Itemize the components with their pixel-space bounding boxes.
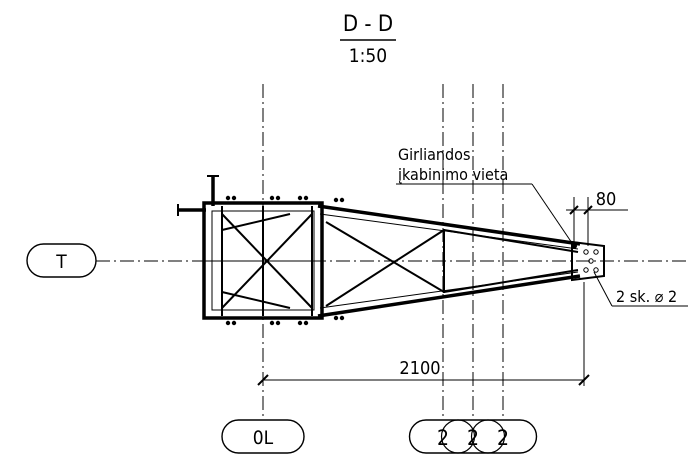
dimension-80: 80: [566, 189, 628, 246]
dimension-80-text: 80: [596, 189, 617, 210]
axis-label-2b: 2: [467, 426, 479, 450]
bottom-chord: [317, 274, 581, 318]
box-brace-3: [221, 213, 291, 231]
section-title-block: D - D 1:50: [340, 12, 396, 67]
end-plate-bolts: [583, 249, 599, 273]
end-plate: [571, 240, 605, 282]
note-line-2: įkabinimo vieta: [398, 165, 508, 184]
bolt-note: 2 sk. ⌀ 2: [593, 271, 688, 307]
bolt-group-bottom: [225, 315, 345, 326]
truss-structure: [177, 175, 605, 326]
truss-diagonal-3: [443, 229, 579, 253]
note-leader: [531, 183, 575, 247]
truss-diagonal-1: [325, 221, 445, 293]
section-title: D - D: [343, 12, 393, 37]
note-line-1: Girliandos: [398, 145, 470, 164]
bottom-chord-inner: [319, 271, 579, 309]
dimension-2100: 2100: [257, 282, 590, 386]
axis-bubble-0l: 0L: [221, 419, 305, 454]
axis-bubble-t: T: [26, 243, 97, 278]
top-chord: [317, 204, 581, 246]
bolt-note-leader: [593, 271, 613, 307]
bolt-group-top: [225, 195, 345, 203]
axis-label-2a: 2: [437, 426, 449, 450]
dimension-2100-text: 2100: [399, 358, 440, 379]
truss-diagonal-2: [325, 229, 445, 307]
box-brace-4: [221, 291, 291, 309]
axis-label-0l: 0L: [253, 427, 274, 449]
hanging-point-note: Girliandos įkabinimo vieta: [396, 145, 575, 247]
section-scale: 1:50: [349, 45, 387, 67]
axis-label-t: T: [55, 251, 67, 273]
axis-bubbles-2: 2 2 2: [408, 419, 538, 454]
axis-label-2c: 2: [497, 426, 509, 450]
bolt-note-text: 2 sk. ⌀ 2: [616, 287, 677, 306]
axis-lines: [96, 84, 688, 420]
truss-diagonal-4: [443, 269, 579, 293]
